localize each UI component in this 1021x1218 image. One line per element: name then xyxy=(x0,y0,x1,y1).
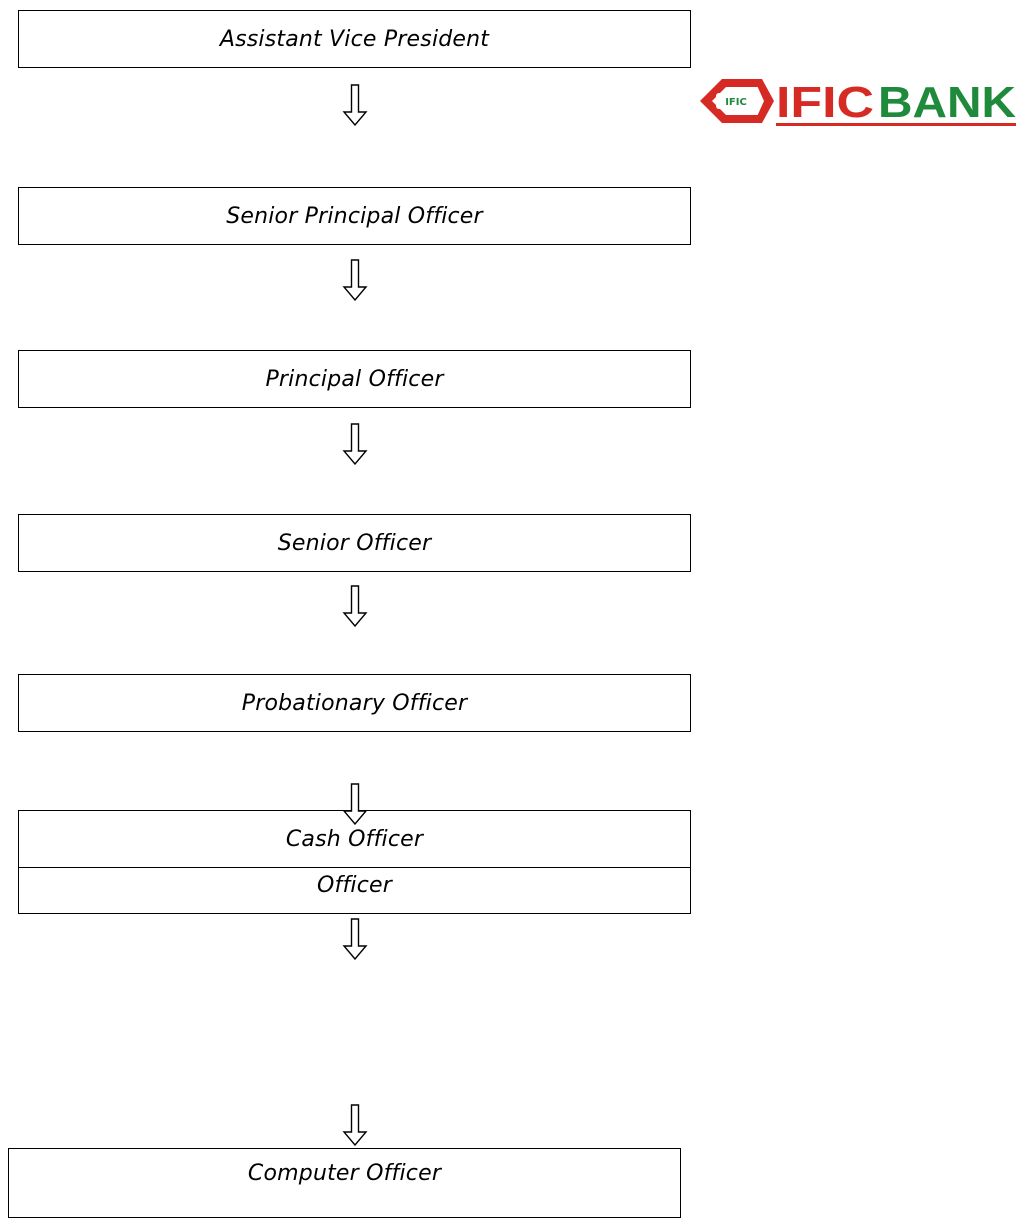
down-arrow-icon xyxy=(342,423,368,465)
logo-ific-text: IFIC xyxy=(776,78,874,127)
down-arrow-icon xyxy=(342,84,368,126)
node-label: Probationary Officer xyxy=(241,690,468,716)
logo-underline xyxy=(776,123,1016,126)
node-senior-principal-officer: Senior Principal Officer xyxy=(18,187,691,245)
ific-bank-logo: IFIC IFIC BANK xyxy=(700,72,1018,130)
node-label: Assistant Vice President xyxy=(219,26,490,52)
down-arrow-icon xyxy=(342,918,368,960)
node-label: Officer xyxy=(317,872,392,898)
node-label: Senior Principal Officer xyxy=(226,203,483,229)
down-arrow-icon xyxy=(342,259,368,301)
emblem-label: IFIC xyxy=(725,97,747,108)
node-label: Senior Officer xyxy=(277,530,432,556)
down-arrow-icon xyxy=(342,1104,368,1146)
node-computer-officer: Computer Officer xyxy=(8,1148,681,1218)
node-label: Principal Officer xyxy=(265,366,444,392)
node-senior-officer: Senior Officer xyxy=(18,514,691,572)
down-arrow-icon xyxy=(342,585,368,627)
node-assistant-vice-president: Assistant Vice President xyxy=(18,10,691,68)
ific-emblem-icon: IFIC xyxy=(700,79,774,123)
logo-bank-text: BANK xyxy=(878,78,1016,127)
node-probationary-officer: Probationary Officer xyxy=(18,674,691,732)
down-arrow-icon xyxy=(342,783,368,825)
node-principal-officer: Principal Officer xyxy=(18,350,691,408)
node-label: Cash Officer xyxy=(285,826,424,852)
node-label: Computer Officer xyxy=(247,1161,442,1186)
